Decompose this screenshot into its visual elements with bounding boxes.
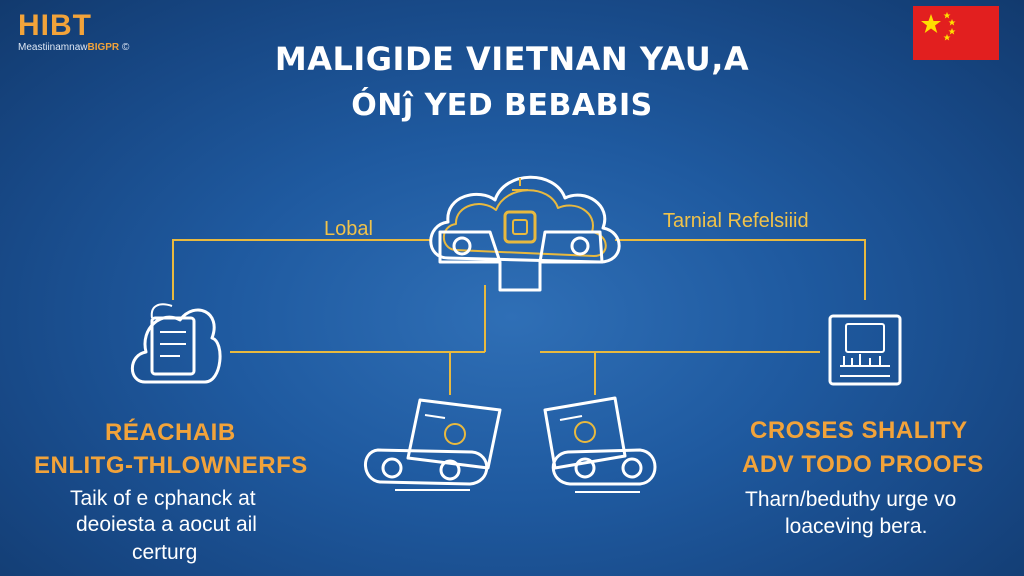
title-line-1: MALIGIDE VIETNAN YAU,A <box>274 40 750 78</box>
left-desc-line-2: deoiesta a aocut ail <box>76 513 257 536</box>
logo-mark: HIBT <box>18 9 92 42</box>
left-heading-line-1: RÉACHAIB <box>105 419 236 446</box>
logo-sub-highlight: BIGPR <box>87 42 120 53</box>
connector-lines <box>172 239 866 395</box>
left-desc-line-1: Taik of e cphanck at <box>70 487 256 510</box>
connector-right-top <box>615 239 866 300</box>
logo-sub-prefix: Meastiinamnaw <box>18 42 88 53</box>
cloud-vehicles-icon <box>429 175 621 292</box>
label-right: Tarnial Refelsiiid <box>663 210 809 232</box>
connector-left-top <box>172 239 430 300</box>
cloud-document-icon <box>130 303 222 384</box>
logo-subtitle: MeastiinamnawBIGPR © <box>18 42 129 53</box>
flag-big-star <box>921 14 941 33</box>
banknote-vehicle-icon <box>543 396 657 493</box>
left-heading-line-2: ENLITG-THLOWNERFS <box>34 452 308 479</box>
building-document-icon <box>828 314 902 386</box>
title-line-2: ÓNĵ YED BEBABIS <box>351 88 653 123</box>
right-desc-line-2: loaceving bera. <box>785 515 928 538</box>
right-heading-line-1: CROSES SHALITY <box>750 417 968 444</box>
brand-logo: HIBT MeastiinamnawBIGPR © <box>18 9 129 54</box>
right-heading-line-2: ADV TODO PROOFS <box>742 451 984 478</box>
banknote-vehicle-icon <box>364 398 502 491</box>
flag-small-star <box>943 12 951 19</box>
right-desc-line-1: Tharn/beduthy urge vo <box>745 488 957 511</box>
china-flag-icon <box>913 6 999 60</box>
flag-small-star <box>948 28 956 35</box>
logo-sub-suffix: © <box>121 42 130 53</box>
flag-small-star <box>948 19 956 26</box>
label-left: Lobal <box>324 218 373 240</box>
flag-small-star <box>943 34 951 41</box>
left-desc-line-3: certurg <box>132 541 198 564</box>
